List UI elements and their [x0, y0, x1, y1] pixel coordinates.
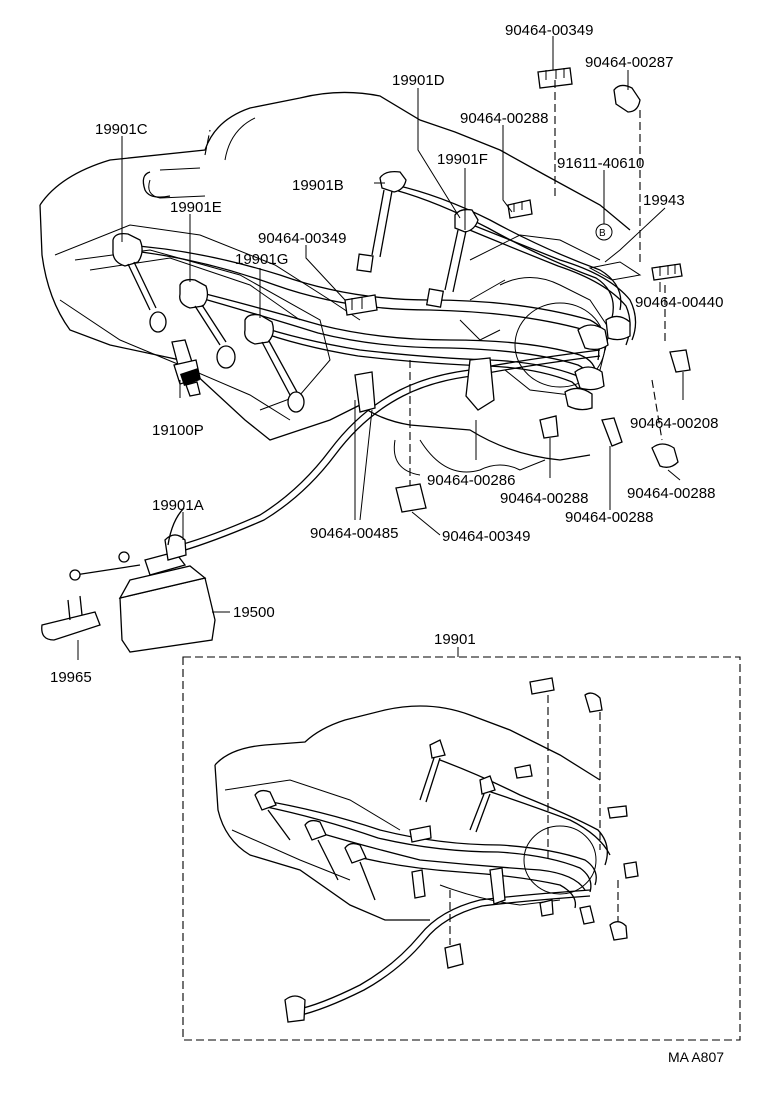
label-90464-00440: 90464-00440 — [635, 294, 723, 311]
label-90464-00349-mid: 90464-00349 — [258, 230, 346, 247]
label-90464-00288-a: 90464-00288 — [460, 110, 548, 127]
label-90464-00288-c: 90464-00288 — [627, 485, 715, 502]
label-19901E: 19901E — [170, 199, 222, 216]
label-19901A: 19901A — [152, 497, 204, 514]
label-90464-00485: 90464-00485 — [310, 525, 398, 542]
label-19901D: 19901D — [392, 72, 445, 89]
label-90464-00349-top: 90464-00349 — [505, 22, 593, 39]
part-number-labels: 90464-00349 90464-00287 19901D 90464-002… — [50, 22, 724, 1065]
label-19901: 19901 — [434, 631, 476, 648]
label-91611-40610: 91611-40610 — [557, 155, 644, 172]
label-19500: 19500 — [233, 604, 275, 621]
label-90464-00288-d: 90464-00288 — [565, 509, 653, 526]
cord-clamps — [344, 67, 691, 513]
label-19100P: 19100P — [152, 422, 204, 439]
label-19943: 19943 — [643, 192, 685, 209]
label-90464-00349-low: 90464-00349 — [442, 528, 530, 545]
leader-lines — [77, 36, 684, 660]
drawing-code: MA A807 — [668, 1049, 724, 1065]
label-90464-00286: 90464-00286 — [427, 472, 515, 489]
label-19901C: 19901C — [95, 121, 148, 138]
label-90464-00208: 90464-00208 — [630, 415, 718, 432]
label-19901G: 19901G — [235, 251, 288, 268]
label-19901F: 19901F — [437, 151, 488, 168]
ignition-coil-assembly — [41, 507, 216, 653]
label-90464-00288-b: 90464-00288 — [500, 490, 588, 507]
label-19901B: 19901B — [292, 177, 344, 194]
circle-marker-b: B — [599, 228, 606, 239]
engine-illustration — [39, 91, 631, 476]
label-90464-00287: 90464-00287 — [585, 54, 673, 71]
spark-plugs-and-boots — [112, 170, 631, 413]
inset-assembly-box — [182, 647, 741, 1041]
label-19965: 19965 — [50, 669, 92, 686]
